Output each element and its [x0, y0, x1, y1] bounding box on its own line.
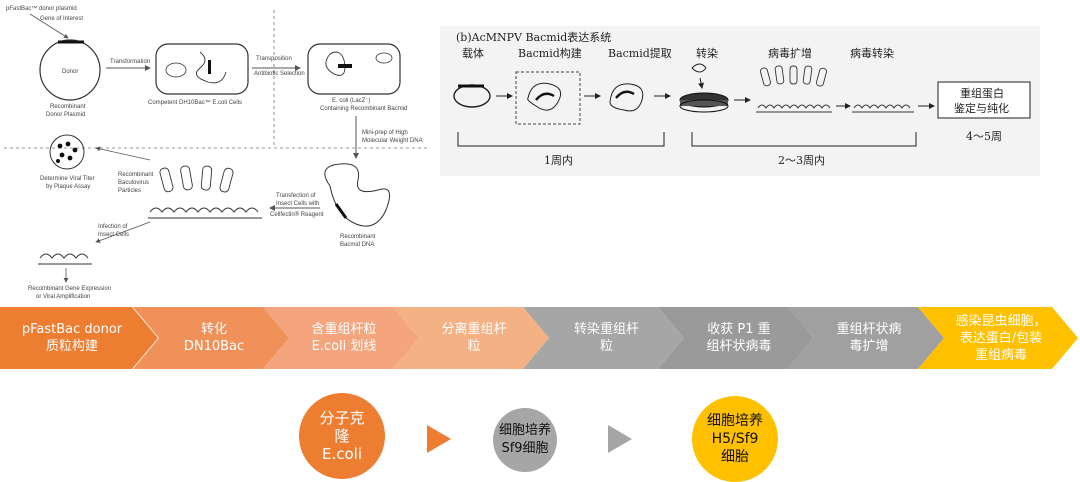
flow-step-7: 重组杆状病 毒扩增: [788, 307, 944, 369]
competent-caption: Competent DH10Bac™ E.coli Cells: [148, 99, 242, 106]
infection-label-2: Insect Cells: [98, 232, 129, 238]
transfection-label-2: Insect Cells with: [276, 201, 319, 207]
vector-plasmid: [453, 84, 491, 108]
bac-to-bac-workflow-diagram: pFastBac™ donor plasmid Gene of Interest…: [0, 0, 440, 300]
virus-amplification: [756, 65, 832, 113]
flow-step-1: pFastBac donor 质粒构建: [0, 307, 158, 369]
ecoli-cell: [307, 43, 401, 95]
flow-step-label: 转染重组杆 粒: [573, 322, 639, 354]
donor-caption-1: Recombinant: [50, 104, 86, 110]
donor-label: Donor: [62, 69, 78, 75]
flow-step-label: 分离重组杆 粒: [441, 322, 507, 354]
titer-caption-2: by Plaque Assay: [46, 184, 90, 190]
acmnpv-bacmid-diagram: (b)AcMNPV Bacmid表达系统 载体 Bacmid构建 Bacmid提…: [440, 26, 1040, 176]
bacmid-caption-2: Bacmid DNA: [340, 242, 374, 248]
span-1-label: 1周内: [544, 153, 573, 167]
flow-step-3: 含重组杆粒 E.coli 划线: [263, 307, 419, 369]
gene-of-interest-label: Gene of Interest: [40, 16, 83, 22]
ecoli-caption-2: Containing Recombinant Bacmid: [320, 106, 407, 112]
baculovirus-caption-2: Baculovirus: [118, 180, 149, 186]
ecoli-caption-1: E. coli (LacZ⁻): [332, 98, 371, 104]
titer-caption-1: Determine Viral Titer: [40, 176, 95, 182]
span-2-label: 2～3周内: [778, 153, 825, 167]
virus-infection-cells: [852, 104, 914, 113]
transfection-label-1: Transfection of: [276, 193, 316, 199]
donor-plasmid: [39, 39, 101, 101]
competent-cell: [155, 43, 249, 95]
process-flow-band: pFastBac donor 质粒构建 转化 DN10Bac 含重组杆粒 E.col…: [0, 307, 1080, 369]
workflow-svg: pFastBac™ donor plasmid Gene of Interest…: [4, 5, 430, 300]
flow-step-label: pFastBac donor 质粒构建: [21, 322, 123, 354]
acmnpv-title: (b)AcMNPV Bacmid表达系统: [456, 30, 611, 44]
flow-step-4: 分离重组杆 粒: [393, 307, 549, 369]
step-virus-infect: 病毒转染: [850, 46, 894, 60]
phase-arrow-1: [427, 425, 451, 453]
phase-arrow-2: [608, 425, 632, 453]
result-box: [937, 81, 1031, 119]
expression-caption-2: or Viral Amplification: [36, 294, 90, 300]
flow-step-label: 转化 DN10Bac: [183, 322, 245, 354]
acmnpv-svg: (b)AcMNPV Bacmid表达系统 载体 Bacmid构建 Bacmid提…: [453, 30, 1031, 167]
flow-step-8: 感染昆虫细胞， 表达蛋白/包装 重组病毒: [918, 307, 1078, 369]
baculovirus-particles: [159, 165, 234, 193]
result-box-line-1: 重组蛋白: [960, 86, 1004, 100]
step-transfection: 转染: [696, 46, 718, 60]
step-bacmid-extract: Bacmid提取: [608, 47, 672, 60]
flow-step-label: 含重组杆粒 E.coli 划线: [311, 322, 377, 354]
plaque-dish: [49, 134, 85, 170]
donor-caption-2: Donor Plasmid: [46, 112, 85, 118]
result-box-line-2: 鉴定与纯化: [954, 101, 1009, 115]
phase-circle-3: 细胞培养 H5/Sf9 细胎: [692, 396, 778, 482]
flow-step-label: 收获 P1 重 组杆状病毒: [706, 322, 772, 354]
flow-step-label: 重组杆状病 毒扩增: [836, 322, 902, 354]
baculovirus-caption-3: Particles: [118, 188, 141, 194]
span-bracket-1: [457, 132, 665, 147]
step-vector: 载体: [462, 46, 484, 60]
transfection-label-3: Cellfectin® Reagent: [270, 211, 324, 218]
miniprep-label-1: Mini-prep of High: [362, 130, 408, 136]
bacmid-construct-box: [515, 71, 581, 125]
phase-circle-2: 细胞培养 Sf9细胞: [493, 408, 557, 472]
expression-caption-1: Recombinant Gene Expression: [28, 286, 111, 292]
miniprep-label-2: Molecular Weight DNA: [362, 138, 423, 144]
transformation-label: Transformation: [110, 59, 150, 65]
infection-label-1: Infection of: [98, 224, 128, 230]
flow-step-label: 感染昆虫细胞， 表达蛋白/包装 重组病毒: [955, 313, 1047, 363]
transposition-label-2: Antibiotic Selection: [254, 71, 305, 77]
step-virus-amplify: 病毒扩增: [768, 46, 812, 60]
flow-step-6: 收获 P1 重 组杆状病毒: [658, 307, 814, 369]
bacmid-caption-1: Recombinant: [340, 234, 376, 240]
span-bracket-2: [691, 132, 917, 147]
flow-step-2: 转化 DN10Bac: [133, 307, 289, 369]
span-3-label: 4～5周: [966, 130, 1002, 143]
flow-step-5: 转染重组杆 粒: [523, 307, 684, 369]
top-plasmid-label: pFastBac™ donor plasmid: [6, 5, 77, 12]
phase-circle-1: 分子克 隆 E.coli: [299, 393, 385, 479]
baculovirus-caption-1: Recombinant: [118, 172, 154, 178]
step-bacmid-construct: Bacmid构建: [518, 46, 582, 60]
